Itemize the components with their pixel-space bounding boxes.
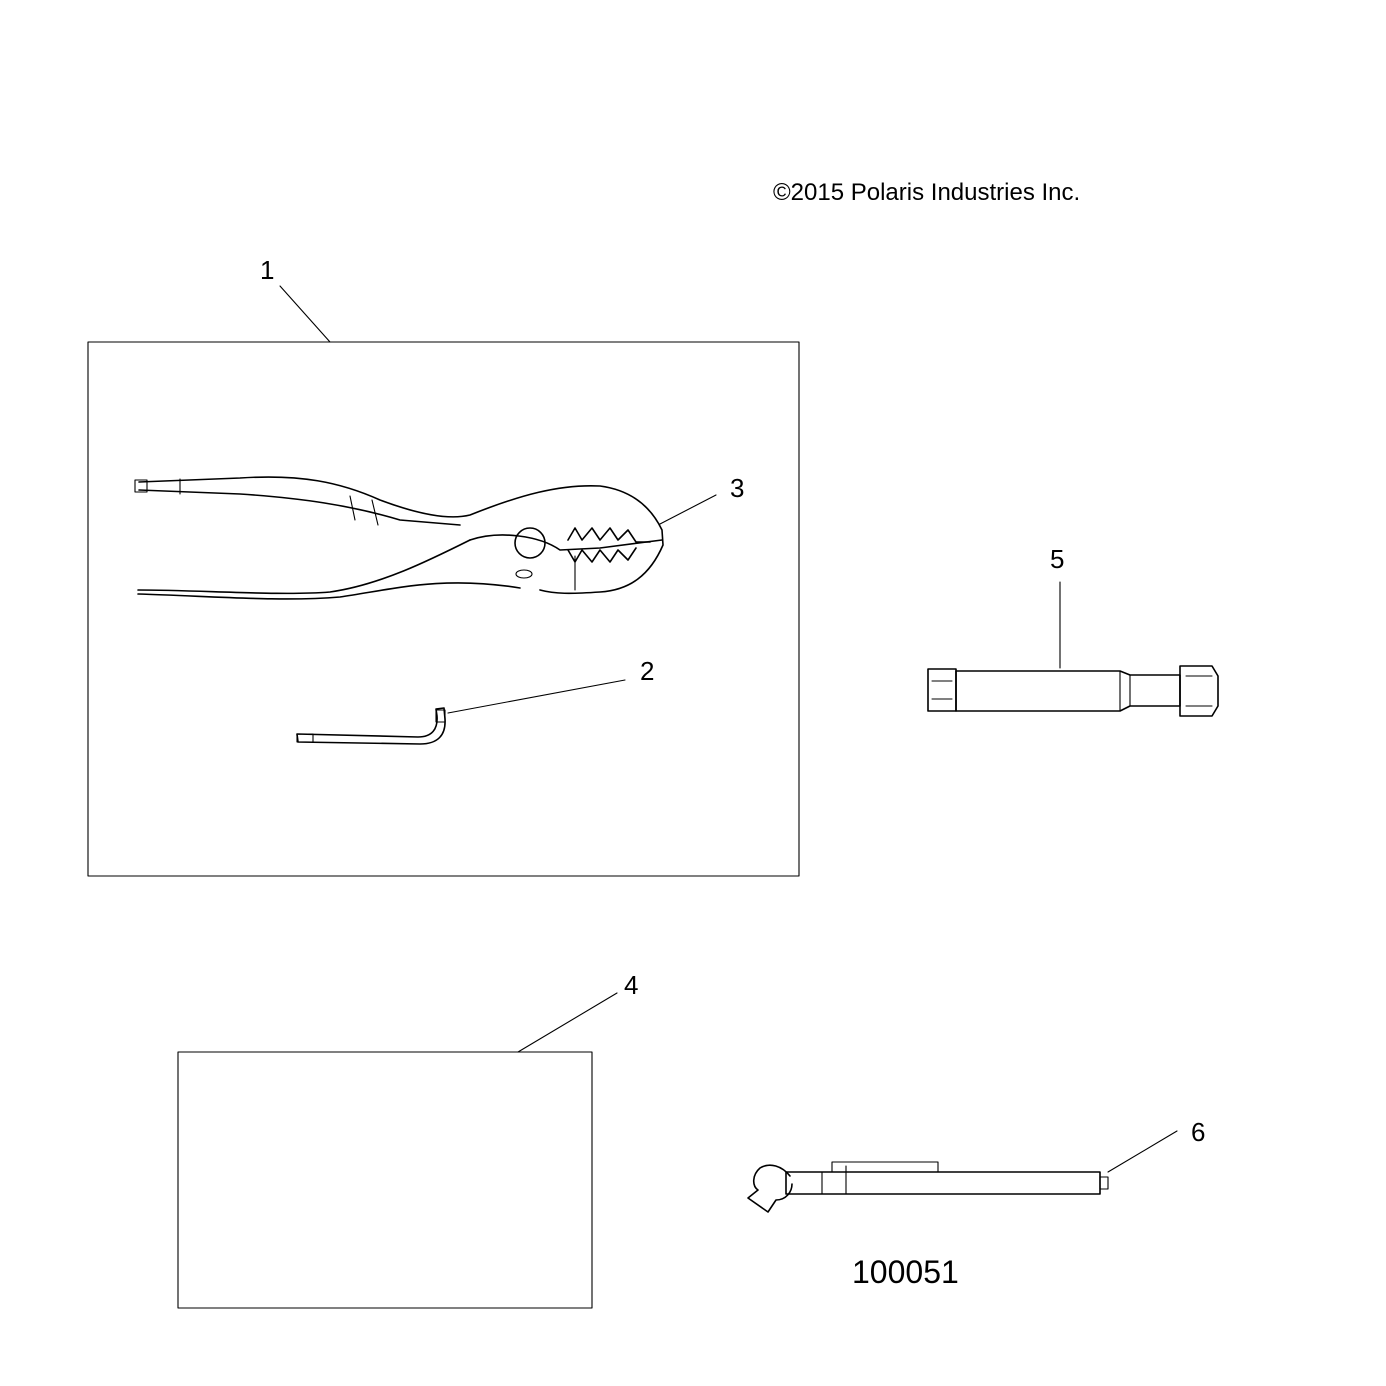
callout-5: 5 <box>1050 544 1064 574</box>
callout-4: 4 <box>624 970 638 1000</box>
callout-3: 3 <box>730 473 744 503</box>
leader-line-4 <box>517 992 618 1053</box>
hex-key-icon <box>296 707 446 745</box>
spark-plug-socket-icon <box>927 665 1219 717</box>
callout-1: 1 <box>260 255 274 285</box>
copyright-text: ©2015 Polaris Industries Inc. <box>773 179 1080 206</box>
tool-kit-box <box>87 341 800 877</box>
manual-icon <box>177 1051 593 1309</box>
callout-6: 6 <box>1191 1117 1205 1147</box>
leader-line-3 <box>659 494 717 525</box>
leader-line-2 <box>447 679 626 714</box>
wrench-handle-icon <box>747 1161 1109 1213</box>
callout-2: 2 <box>640 656 654 686</box>
leader-line-6 <box>1107 1130 1178 1173</box>
figure-number: 100051 <box>852 1254 959 1290</box>
leader-line-1 <box>279 285 331 343</box>
pliers-icon <box>134 476 664 600</box>
